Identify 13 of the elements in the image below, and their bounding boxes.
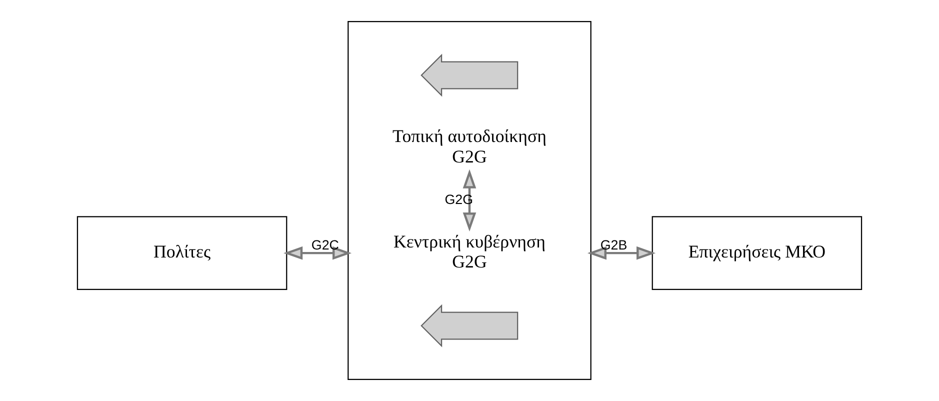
- arrow: [284, 246, 352, 260]
- cluster: [348, 20, 592, 380]
- node-text: Κεντρική κυβέρνηση G2G: [393, 231, 546, 272]
- edge-label: G2B: [600, 237, 628, 252]
- edge-label: G2G: [444, 192, 474, 207]
- node-box: Επιχειρήσεις ΜΚΟ: [652, 216, 862, 290]
- node-box: Πολίτες: [76, 216, 288, 290]
- node-arrow: [420, 304, 518, 348]
- node-arrow: [420, 54, 518, 97]
- arrow: [587, 246, 656, 260]
- arrow: [462, 169, 476, 232]
- node-text: Τοπική αυτοδιοίκηση G2G: [392, 126, 546, 166]
- edge-label: G2C: [311, 237, 340, 252]
